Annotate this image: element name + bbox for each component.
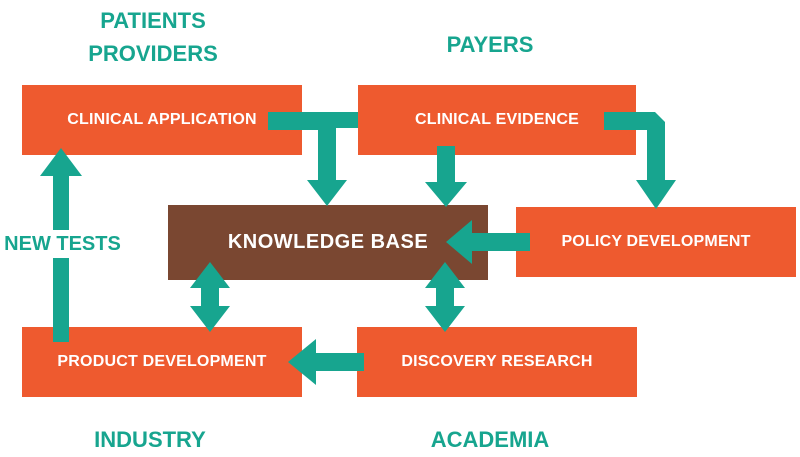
arrow-knowledge-base-product-development: [190, 262, 230, 332]
arrow-clinical-application-to-knowledge-base: [268, 112, 347, 206]
label-providers: PROVIDERS: [88, 41, 218, 66]
label-new-tests: NEW TESTS: [0, 230, 125, 258]
connector-top: [300, 112, 358, 128]
label-industry: INDUSTRY: [94, 427, 206, 452]
arrow-clinical-evidence-to-knowledge-base: [425, 146, 467, 207]
arrow-discovery-research-to-product-development: [288, 339, 364, 385]
arrow-clinical-evidence-to-policy-development: [604, 112, 676, 209]
label-academia: ACADEMIA: [430, 427, 550, 452]
arrow-knowledge-base-discovery-research: [425, 262, 465, 332]
node-policy-development: POLICY DEVELOPMENT: [516, 207, 796, 277]
node-clinical-application: CLINICAL APPLICATION: [22, 85, 302, 155]
arrow-policy-development-to-knowledge-base: [446, 220, 530, 264]
node-knowledge-base: KNOWLEDGE BASE: [168, 205, 488, 280]
node-discovery-research: DISCOVERY RESEARCH: [357, 327, 637, 397]
node-clinical-evidence: CLINICAL EVIDENCE: [358, 85, 636, 155]
label-payers: PAYERS: [446, 32, 534, 57]
label-patients: PATIENTS: [100, 8, 206, 33]
